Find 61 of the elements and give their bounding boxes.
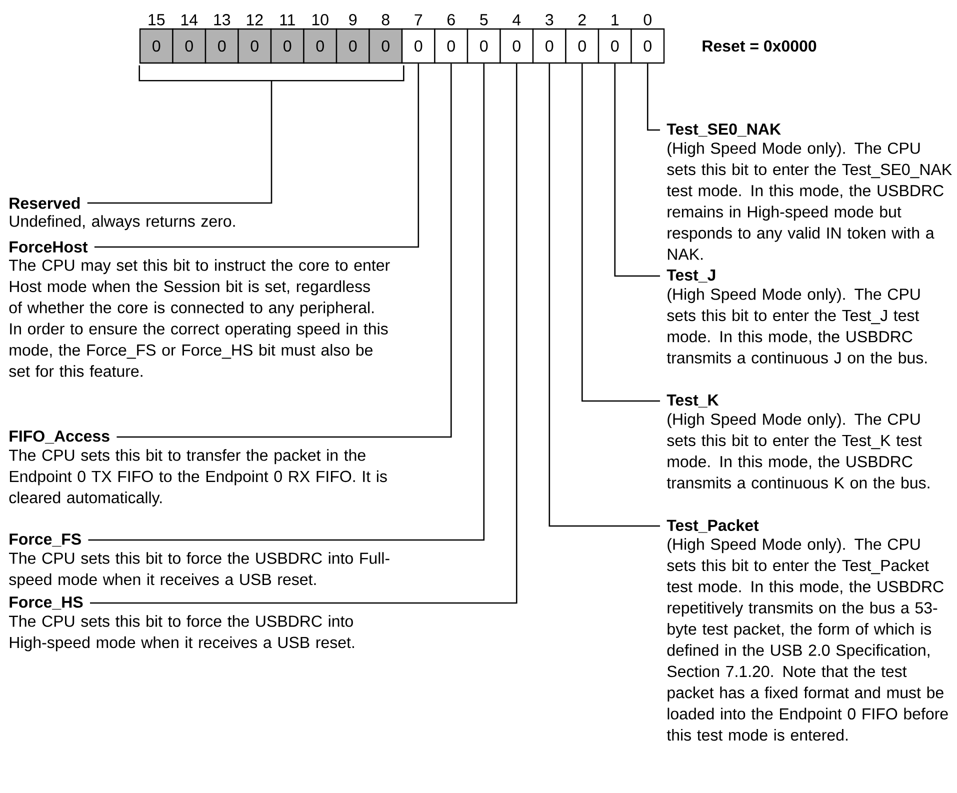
register-bit-cell: 0 [401,28,436,64]
field-name: Test_Packet [666,519,759,533]
field-name: FIFO_Access [10,430,110,444]
register-bit-cell: 0 [500,28,534,64]
leader-line [90,64,518,604]
bit-number: 4 [512,14,521,26]
register-bit-cell: 0 [139,28,174,64]
register-bit-cell: 0 [204,28,239,64]
leader-line [116,64,452,438]
bit-number: 14 [181,14,198,26]
register-bit-cell: 0 [303,28,338,64]
field-name: Test_SE0_NAK [666,123,781,137]
bit-number: 2 [578,14,586,26]
reset-value: Reset = 0x0000 [702,40,816,52]
field-name: Test_K [666,394,719,408]
bit-number: 5 [480,14,488,26]
bit-number: 0 [644,14,652,26]
leader-line [88,64,485,541]
leader-line [87,80,272,204]
bit-number: 9 [349,14,357,26]
field-description: Undefined, always returns zero. [10,215,235,230]
field-name: Force_FS [10,533,81,547]
field-name: Force_HS [10,596,83,610]
field-name: ForceHost [10,241,88,253]
register-bit-cell: 0 [270,28,304,64]
register-bit-cell: 0 [368,28,403,64]
bit-number: 12 [246,14,263,26]
field-description: (High Speed Mode only). The CPU sets this bit to enter the Test_J test mode. In this mode, the USBDRC transmits a continuous J on the bus. [666,288,927,364]
leader-line [548,64,660,527]
field-description: The CPU sets this bit to force the USBDRC into Full-speed mode when it receives a USB reset. [9,552,390,588]
register-bit-cell: 0 [565,28,600,64]
field-description: The CPU sets this bit to force the USBDRC into High-speed mode when it receives a USB reset. [9,615,354,652]
field-name: Reserved [10,197,80,209]
register-bit-cell: 0 [532,28,566,64]
field-description: The CPU may set this bit to instruct the core to enter Host mode when the Session bit is set, regardless of whether the core is connected to any peripheral. In order to ensure the correct operating speed in this mode, the Force_FS or Force_HS bit must also be set for this feature. [9,259,390,377]
bit-number: 10 [312,14,328,26]
register-bit-cell: 0 [172,28,206,64]
bit-number: 7 [414,14,422,26]
field-description: (High Speed Mode only). The CPU sets this bit to enter the Test_K test mode. In this mode, the USBDRC transmits a continuous K on the bus. [666,413,930,488]
bit-number: 6 [448,14,455,26]
bit-number: 3 [546,14,554,26]
register-bit-cell: 0 [238,28,272,64]
bracket [138,65,404,82]
bit-number: 13 [214,14,230,26]
bit-number: 8 [382,14,390,26]
bit-number: 15 [148,14,165,26]
field-description: The CPU sets this bit to transfer the packet in the Endpoint 0 TX FIFO to the Endpoint 0 RX FIFO. It is cleared automatically. [9,449,387,506]
leader-line [581,64,660,402]
register-bit-cell: 0 [598,28,632,64]
register-bit-cell: 0 [466,28,501,64]
register-bit-cell: 0 [434,28,468,64]
leader-line [646,64,660,131]
bit-number: 11 [280,14,295,26]
field-description: (High Speed Mode only). The CPU sets this bit to enter the Test_Packet test mode. In this mode, the USBDRC repetitively transmits on the bus a 53-byte test packet, the form of which is defined in the USB 2.0 Specification, Section 7.1.20. Note that the test packet has a fixed format and must be loaded into the Endpoint 0 FIFO before this test mode is entered. [666,538,948,741]
field-name: Test_J [666,270,716,282]
leader-line [614,64,660,277]
register-bit-cell: 0 [630,28,665,64]
bit-number: 1 [612,14,619,26]
leader-line [94,64,420,248]
field-description: (High Speed Mode only). The CPU sets this bit to enter the Test_SE0_NAK test mode. In this mode, the USBDRC remains in High-speed mode but responds to any valid IN token with a NAK. [666,142,952,260]
register-bit-cell: 0 [336,28,370,64]
